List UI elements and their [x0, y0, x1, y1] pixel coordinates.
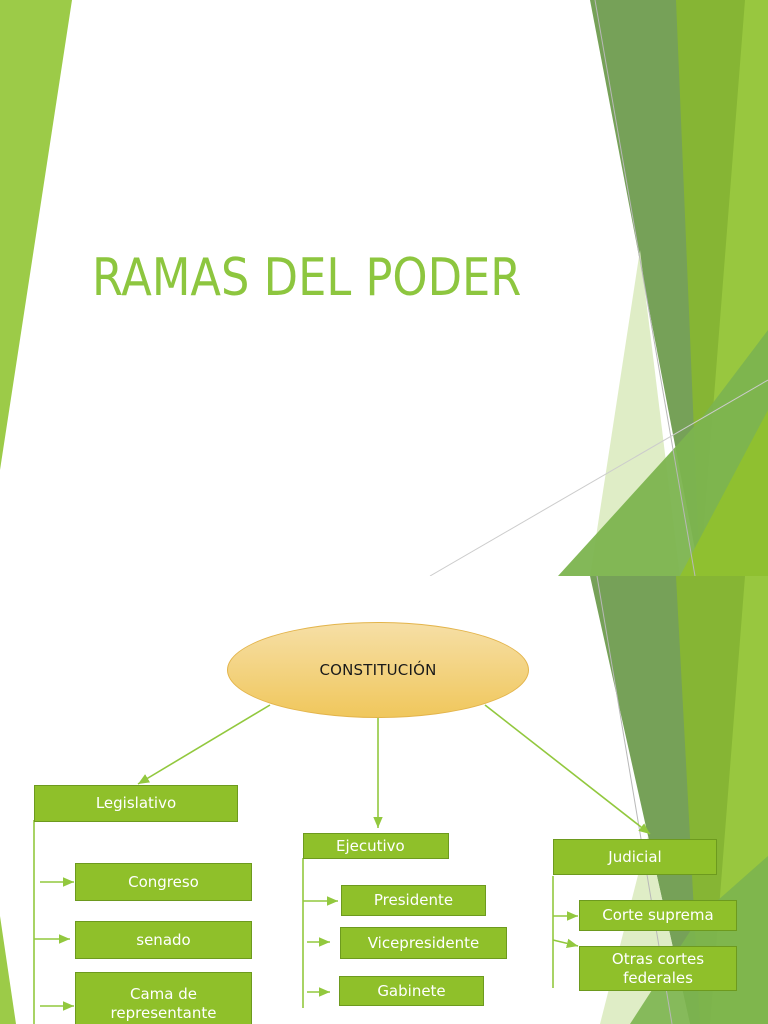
constitution-node: CONSTITUCIÓN	[227, 622, 529, 718]
diagram-slide: CONSTITUCIÓN Legislativo Congreso senado…	[0, 576, 768, 1024]
slide-title: RAMAS DEL PODER	[92, 248, 522, 308]
branch-label: Ejecutivo	[336, 836, 405, 855]
node-corte-suprema: Corte suprema	[579, 900, 737, 931]
connector-lines	[33, 704, 651, 1024]
constitution-label: CONSTITUCIÓN	[319, 661, 437, 679]
node-camara: Cama de representante	[75, 972, 252, 1024]
node-label: Vicepresidente	[367, 933, 480, 952]
branch-legislativo: Legislativo	[34, 785, 238, 822]
branch-ejecutivo: Ejecutivo	[303, 833, 449, 859]
branch-label: Legislativo	[95, 794, 177, 812]
node-vicepresidente: Vicepresidente	[340, 927, 507, 959]
node-otras-cortes: Otras cortes federales	[579, 946, 737, 991]
node-label: Gabinete	[377, 981, 446, 1000]
node-gabinete: Gabinete	[339, 976, 484, 1006]
title-slide: RAMAS DEL PODER	[0, 0, 768, 576]
node-presidente: Presidente	[341, 885, 486, 916]
branch-label: Judicial	[608, 847, 662, 866]
node-label: Otras cortes federales	[611, 949, 705, 987]
node-label: Presidente	[373, 891, 454, 909]
node-label: Congreso	[128, 872, 199, 891]
node-label: Cama de representante	[110, 985, 217, 1022]
node-congreso: Congreso	[75, 863, 252, 901]
branch-judicial: Judicial	[553, 839, 717, 875]
node-label: Corte suprema	[602, 906, 714, 924]
node-label: senado	[136, 930, 191, 949]
node-senado: senado	[75, 921, 252, 959]
decorative-green-shapes	[0, 0, 768, 576]
